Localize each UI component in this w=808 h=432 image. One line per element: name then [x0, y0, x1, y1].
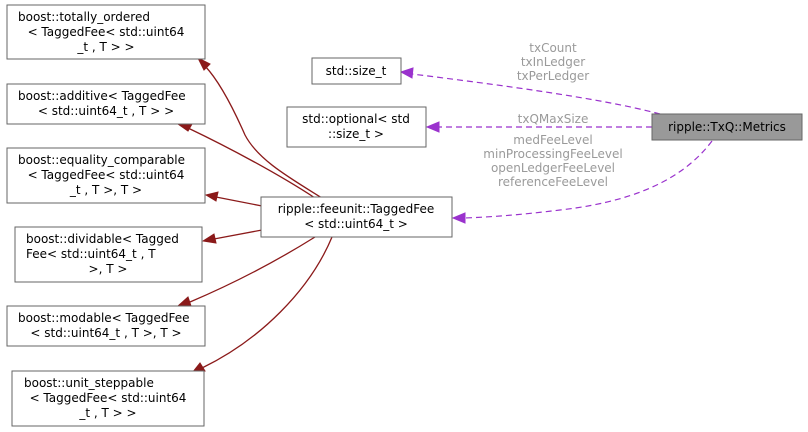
label-tx-per-ledger: txPerLedger	[517, 69, 589, 83]
arrow-dividable	[201, 233, 217, 244]
node-dividable-line-3: >, T >	[89, 262, 128, 276]
node-tagged-fee[interactable]: ripple::feeunit::TaggedFee < std::uint64…	[260, 196, 453, 238]
node-totally-ordered-line-3: _t , T > >	[76, 40, 134, 54]
member-edges	[399, 67, 713, 224]
node-totally-ordered-line-1: boost::totally_ordered	[18, 10, 150, 24]
node-additive-line-2: < std::uint64_t , T > >	[38, 104, 174, 118]
arrow-optional	[425, 121, 440, 133]
label-tx-q-max-size: txQMaxSize	[518, 112, 589, 126]
node-metrics-label: ripple::TxQ::Metrics	[668, 120, 786, 134]
node-tagged-fee-line-2: < std::uint64_t >	[304, 217, 408, 231]
arrow-size-t	[399, 67, 414, 79]
label-med-fee-level: medFeeLevel	[513, 133, 592, 147]
edge-tagged-fee-to-modable	[189, 236, 316, 303]
edge-metrics-to-size-t	[411, 73, 661, 115]
node-dividable-line-2: Fee< std::uint64_t , T	[26, 247, 156, 261]
node-optional-line-1: std::optional< std	[302, 112, 410, 126]
edge-tagged-fee-to-dividable	[213, 229, 263, 240]
node-equality-comparable[interactable]: boost::equality_comparable < TaggedFee< …	[6, 147, 206, 204]
label-min-processing-fee-level: minProcessingFeeLevel	[483, 147, 622, 161]
node-additive[interactable]: boost::additive< TaggedFee < std::uint64…	[6, 83, 206, 125]
node-modable-line-1: boost::modable< TaggedFee	[18, 311, 190, 325]
node-equality-comparable-line-3: _t , T >, T >	[69, 183, 142, 197]
arrow-equality	[204, 191, 219, 202]
edge-tagged-fee-to-unit-steppable	[201, 236, 333, 369]
node-unit-steppable-line-2: < TaggedFee< std::uint64	[30, 391, 187, 405]
node-unit-steppable-line-1: boost::unit_steppable	[24, 376, 154, 390]
arrow-modable	[176, 296, 192, 307]
label-tx-in-ledger: txInLedger	[521, 55, 585, 69]
node-equality-comparable-line-2: < TaggedFee< std::uint64	[28, 168, 185, 182]
arrow-additive	[176, 123, 193, 132]
edge-metrics-to-tagged-fee	[463, 140, 713, 219]
arrow-tagged-fee	[451, 212, 466, 224]
node-totally-ordered[interactable]: boost::totally_ordered < TaggedFee< std:…	[6, 4, 206, 60]
node-unit-steppable[interactable]: boost::unit_steppable < TaggedFee< std::…	[11, 370, 205, 427]
inheritance-edges	[176, 56, 333, 374]
edge-tagged-fee-to-totally-ordered	[204, 65, 323, 199]
label-reference-fee-level: referenceFeeLevel	[498, 175, 608, 189]
edge-tagged-fee-to-additive	[187, 127, 316, 199]
node-size-t[interactable]: std::size_t	[311, 57, 402, 85]
node-metrics[interactable]: ripple::TxQ::Metrics	[651, 113, 803, 141]
label-tx-count: txCount	[529, 41, 577, 55]
node-optional-line-2: ::size_t >	[328, 127, 384, 141]
node-totally-ordered-line-2: < TaggedFee< std::uint64	[28, 25, 185, 39]
node-size-t-label: std::size_t	[326, 64, 387, 78]
edge-tagged-fee-to-equality	[215, 196, 263, 207]
node-equality-comparable-line-1: boost::equality_comparable	[18, 153, 185, 167]
node-dividable[interactable]: boost::dividable< Tagged Fee< std::uint6…	[14, 226, 203, 283]
arrow-totally-ordered	[196, 56, 211, 71]
node-modable-line-2: < std::uint64_t , T >, T >	[30, 326, 181, 340]
node-modable[interactable]: boost::modable< TaggedFee < std::uint64_…	[6, 305, 206, 347]
node-additive-line-1: boost::additive< TaggedFee	[18, 89, 186, 103]
node-dividable-line-1: boost::dividable< Tagged	[26, 232, 179, 246]
label-open-ledger-fee-level: openLedgerFeeLevel	[491, 161, 615, 175]
edge-labels: txCount txInLedger txPerLedger txQMaxSiz…	[483, 41, 622, 189]
node-tagged-fee-line-1: ripple::feeunit::TaggedFee	[278, 202, 435, 216]
node-optional[interactable]: std::optional< std ::size_t >	[286, 106, 427, 148]
node-unit-steppable-line-3: _t , T > >	[78, 406, 136, 420]
